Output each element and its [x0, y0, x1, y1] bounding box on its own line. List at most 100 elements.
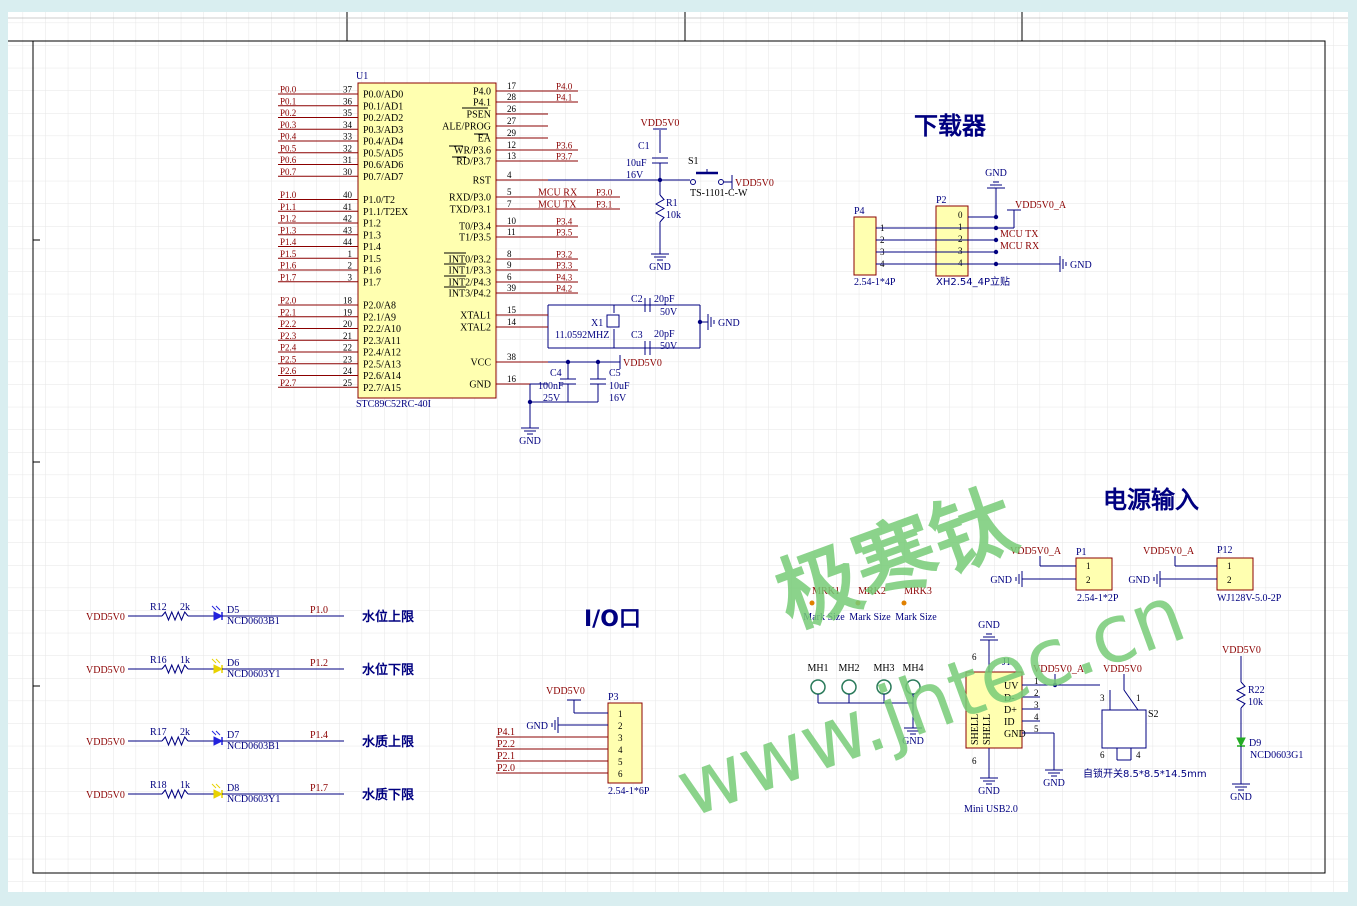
usb-vdd-a-label: VDD5V0_A — [1033, 664, 1085, 675]
pin-name: P2.0/A8 — [363, 301, 396, 312]
p3-gnd-label: GND — [526, 721, 548, 732]
pin-name: RST — [473, 176, 491, 187]
pin-name: P4.0 — [473, 87, 491, 98]
s2-pin-number: 3 — [1100, 693, 1105, 703]
r1-value: 10k — [666, 210, 681, 221]
net-label-P1.3: P1.3 — [280, 225, 297, 235]
vcc-vdd-label: VDD5V0 — [623, 358, 662, 369]
c5-ref: C5 — [609, 368, 621, 379]
u1-ref: U1 — [356, 71, 368, 82]
j1-pin-number: 2 — [1034, 688, 1039, 698]
led-description: 水质上限 — [362, 734, 415, 750]
pin-name: T0/P3.4 — [459, 222, 491, 233]
p2-gnd-junction — [993, 214, 999, 220]
net-mcu-rx: MCU RX — [1000, 241, 1040, 252]
led-emit-1 — [211, 658, 217, 664]
s1-contact-right — [718, 179, 724, 185]
c4-junction — [565, 359, 571, 365]
pin-name: P4.1 — [473, 98, 491, 109]
p3-pin-number: 5 — [618, 757, 623, 767]
c1-voltage: 16V — [626, 170, 644, 181]
led-net-label: P1.4 — [310, 730, 328, 741]
pin-name: PSEN — [467, 110, 491, 121]
led-resistor-R12 — [161, 610, 189, 622]
pin-number: 20 — [343, 319, 353, 329]
led-part: NCD0603Y1 — [227, 669, 280, 680]
pin-name: P2.3/A11 — [363, 336, 401, 347]
p3-pin-number: 2 — [618, 721, 623, 731]
p3-part: 2.54-1*6P — [608, 786, 650, 797]
mh-gnd-label: GND — [902, 736, 924, 747]
pin-number: 42 — [343, 214, 352, 224]
net-label-P3.7: P3.7 — [556, 152, 573, 162]
mounting-hole-ref: MH1 — [807, 663, 828, 674]
net-label-P0.4: P0.4 — [280, 132, 297, 142]
p2-pin-number: 1 — [958, 222, 963, 232]
pin-number: 26 — [507, 104, 517, 114]
d9-ref: D9 — [1249, 738, 1261, 749]
j1-pin-number: 4 — [1034, 712, 1039, 722]
net-label-P2.4: P2.4 — [280, 343, 297, 353]
c5-voltage: 16V — [609, 393, 627, 404]
pin-number: 39 — [507, 283, 517, 293]
pin-number: 15 — [507, 305, 517, 315]
led-part: NCD0603Y1 — [227, 794, 280, 805]
net-label-P2.7: P2.7 — [280, 378, 297, 388]
pin-number: 10 — [507, 216, 517, 226]
led-emit-1 — [211, 605, 217, 611]
title-io: I/O口 — [584, 607, 641, 632]
mark-ref: MRK2 — [858, 586, 886, 597]
pin-name: P2.1/A9 — [363, 312, 396, 323]
led-resistor-R18 — [161, 788, 189, 800]
net-label-P0.1: P0.1 — [280, 96, 296, 106]
net-label-P1.0: P1.0 — [280, 190, 297, 200]
p12-ref: P12 — [1217, 545, 1233, 556]
pin-name: T1/P3.5 — [459, 233, 491, 244]
pin-number: 33 — [343, 132, 353, 142]
p3-pin-number: 3 — [618, 733, 623, 743]
r1-resistor — [654, 194, 666, 223]
pin-number: 29 — [507, 128, 517, 138]
s2-lever — [1123, 689, 1139, 711]
led-emit-2 — [215, 783, 221, 789]
led-D6-triangle — [213, 664, 224, 674]
net-label-P1.4: P1.4 — [280, 237, 297, 247]
usb-junction — [1052, 682, 1058, 688]
s1-part: TS-1101-C-W — [690, 188, 748, 199]
c4-voltage: 25V — [543, 393, 561, 404]
p3-pin-number: 6 — [618, 769, 623, 779]
p12-pin-number: 1 — [1227, 561, 1232, 571]
pin-name: P1.2 — [363, 219, 381, 230]
pin-name: P2.2/A10 — [363, 324, 401, 335]
net-label-P4.0: P4.0 — [556, 82, 573, 92]
pin-name: P2.6/A14 — [363, 371, 401, 382]
p4-ref: P4 — [854, 206, 865, 217]
mcu-gnd-label: GND — [519, 436, 541, 447]
net-label-P2.0: P2.0 — [280, 296, 297, 306]
pin-number: 40 — [343, 190, 353, 200]
p12-part: WJ128V-5.0-2P — [1217, 593, 1282, 604]
p12-vdd-label: VDD5V0_A — [1143, 546, 1195, 557]
pin-number: 4 — [507, 170, 512, 180]
led-net-label: P1.7 — [310, 783, 328, 794]
led-description: 水质下限 — [362, 787, 415, 803]
d9-gnd-label: GND — [1230, 792, 1252, 803]
pin-number: 3 — [348, 272, 353, 282]
pin-name: INT3/P4.2 — [449, 289, 492, 300]
led-net-label: P1.0 — [310, 605, 328, 616]
mark-point-icon — [901, 600, 907, 606]
j1-pin-name: D+ — [1004, 705, 1017, 716]
pin-name: INT2/P4.3 — [449, 278, 492, 289]
p1-ref: P1 — [1076, 547, 1087, 558]
pin-name: P1.1/T2EX — [363, 207, 409, 218]
j1-shell-pin: 6 — [972, 756, 977, 766]
p2-pin-number: 3 — [958, 246, 963, 256]
pin-number: 22 — [343, 343, 352, 353]
net-label-P1.6: P1.6 — [280, 261, 297, 271]
pin-number: 35 — [343, 108, 353, 118]
led-emit-1 — [211, 730, 217, 736]
pin-name: XTAL1 — [460, 311, 491, 322]
p1-vdd-label: VDD5V0_A — [1010, 546, 1062, 557]
pin-name: P0.3/AD3 — [363, 125, 403, 136]
